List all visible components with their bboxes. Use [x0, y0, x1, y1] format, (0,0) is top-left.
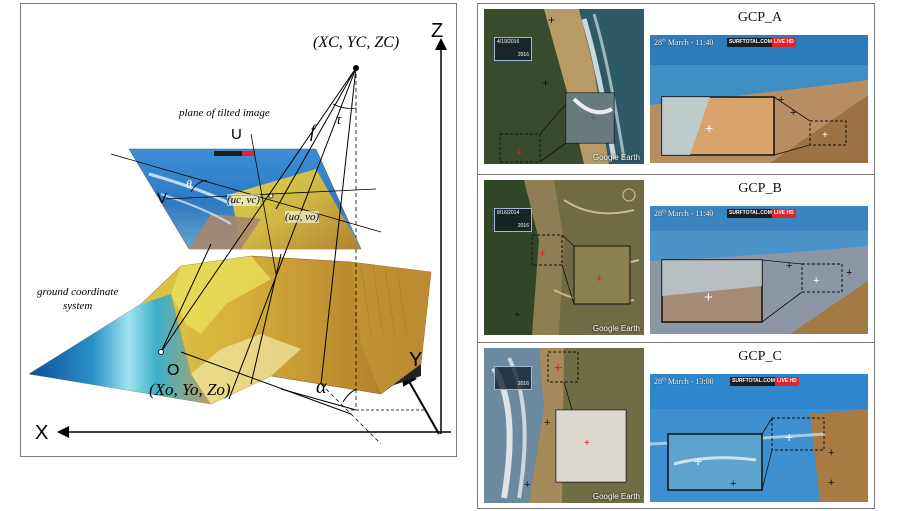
- plane-label: plane of tilted image: [179, 107, 270, 119]
- u-axis-label: U: [231, 126, 242, 143]
- svg-text:+: +: [846, 267, 852, 279]
- svg-text:+: +: [786, 260, 792, 272]
- svg-text:+: +: [822, 130, 828, 141]
- svg-text:+: +: [524, 479, 530, 491]
- gcp-title-c: GCP_C: [738, 349, 782, 364]
- gcp-row-a: + + + + 4/19/2016 2016 Google Earth GCP_…: [478, 4, 874, 169]
- focal-length-label: f: [310, 121, 316, 141]
- date-box-a: 4/19/2016 2016: [494, 37, 532, 61]
- svg-text:+: +: [705, 120, 713, 136]
- geometry-diagram-panel: Z X Y (XC, YC, ZC) plane of tilted image…: [20, 3, 457, 457]
- camera-position-label: (XC, YC, ZC): [313, 34, 400, 51]
- svg-text:+: +: [785, 429, 793, 445]
- svg-text:+: +: [539, 246, 546, 260]
- ground-line-2: [280, 388, 357, 411]
- camera-photo-c: + + + + + 28th March - 13:00 SURFTOTAL.C…: [650, 374, 868, 502]
- tau-arc: [332, 103, 358, 109]
- satellite-image-c: + + + + 2016 Google Earth: [484, 348, 644, 503]
- google-earth-label-a: Google Earth: [592, 153, 640, 162]
- principal-point-label: (uc, vc): [227, 194, 260, 206]
- theta-label: θ: [186, 177, 192, 191]
- image-point-label: (uo, vo): [285, 211, 320, 223]
- gcp-panel: + + + + 4/19/2016 2016 Google Earth GCP_…: [477, 3, 875, 509]
- principal-ray: [320, 67, 357, 385]
- photo-live-a: LIVE HD: [772, 38, 796, 47]
- svg-text:+: +: [516, 147, 522, 159]
- svg-text:+: +: [704, 289, 713, 306]
- v-axis-label: V: [157, 190, 168, 207]
- svg-text:+: +: [828, 447, 834, 459]
- u-axis-line: [250, 133, 277, 275]
- svg-text:+: +: [778, 94, 784, 106]
- image-live-badge: [242, 151, 255, 156]
- svg-text:+: +: [544, 417, 550, 429]
- origin-label: O: [167, 362, 180, 379]
- gcp-title-a: GCP_A: [737, 10, 783, 25]
- satellite-image-a: + + + + 4/19/2016 2016 Google Earth: [484, 9, 644, 164]
- photo-brand-b: SURFTOTAL.COM: [727, 209, 774, 218]
- date-box-c: 2016: [494, 366, 532, 390]
- photo-live-b: LIVE HD: [772, 209, 796, 218]
- alpha-label: α: [316, 376, 327, 398]
- camera-photo-a: + + + + 28th March - 11:40 SURFTOTAL.COM…: [650, 35, 868, 163]
- row-divider-1: [478, 174, 874, 175]
- svg-text:+: +: [828, 477, 834, 489]
- ground-label-line2: system: [63, 300, 93, 312]
- theta-line: [110, 153, 382, 233]
- google-earth-label-c: Google Earth: [592, 492, 640, 501]
- gcp-row-c: + + + + 2016 Google Earth GCP_C: [478, 343, 874, 508]
- gcp-title-b: GCP_B: [738, 181, 782, 196]
- google-earth-label-b: Google Earth: [592, 324, 640, 333]
- ray-lower-1: [160, 243, 212, 353]
- camera-photo-b: + + + + 28th March - 11:40 SURFTOTAL.COM…: [650, 206, 868, 334]
- photo-caption-b: 28th March - 11:40: [654, 209, 714, 218]
- svg-text:+: +: [730, 478, 736, 490]
- x-axis-label: X: [35, 422, 49, 444]
- theta-arc: [190, 179, 208, 193]
- tau-label: τ: [336, 112, 342, 128]
- photo-caption-a: 28th March - 11:40: [654, 38, 714, 47]
- ground-dash-2: [320, 383, 382, 445]
- alpha-arc: [342, 388, 358, 403]
- svg-text:+: +: [514, 309, 520, 321]
- svg-text:+: +: [584, 438, 590, 449]
- satellite-image-b: + + + 8/16/2014 2016 Google Earth: [484, 180, 644, 335]
- photo-brand-c: SURFTOTAL.COM: [730, 377, 777, 386]
- ray-to-ground: [228, 67, 357, 400]
- svg-text:+: +: [790, 107, 796, 119]
- svg-text:+: +: [694, 453, 702, 469]
- focal-ray: [275, 67, 357, 210]
- ray-to-origin: [160, 67, 357, 353]
- ground-point-label: (Xo, Yo, Zo): [149, 380, 231, 399]
- photo-caption-c: 28th March - 13:00: [654, 377, 714, 386]
- svg-text:+: +: [548, 13, 555, 27]
- photo-brand-a: SURFTOTAL.COM: [727, 38, 774, 47]
- image-brand-badge: [214, 151, 242, 156]
- svg-text:+: +: [554, 359, 562, 375]
- origin-point-marker: [158, 349, 164, 355]
- svg-text:+: +: [590, 112, 596, 124]
- photo-live-c: LIVE HD: [775, 377, 799, 386]
- ray-lower-2: [250, 253, 282, 385]
- svg-text:+: +: [813, 275, 819, 287]
- geometry-diagram: [28, 38, 451, 445]
- ground-line-1: [180, 351, 352, 415]
- row-divider-2: [478, 342, 874, 343]
- svg-text:+: +: [596, 273, 602, 285]
- y-axis-line: [402, 369, 440, 435]
- date-box-b: 8/16/2014 2016: [494, 208, 532, 232]
- svg-text:+: +: [542, 76, 549, 90]
- principal-point-marker: [268, 193, 274, 199]
- y-axis-label: Y: [409, 349, 423, 371]
- z-axis-label: Z: [431, 20, 444, 42]
- ground-label-line1: ground coordinate: [37, 286, 119, 298]
- gcp-row-b: + + + 8/16/2014 2016 Google Earth GCP_B: [478, 175, 874, 340]
